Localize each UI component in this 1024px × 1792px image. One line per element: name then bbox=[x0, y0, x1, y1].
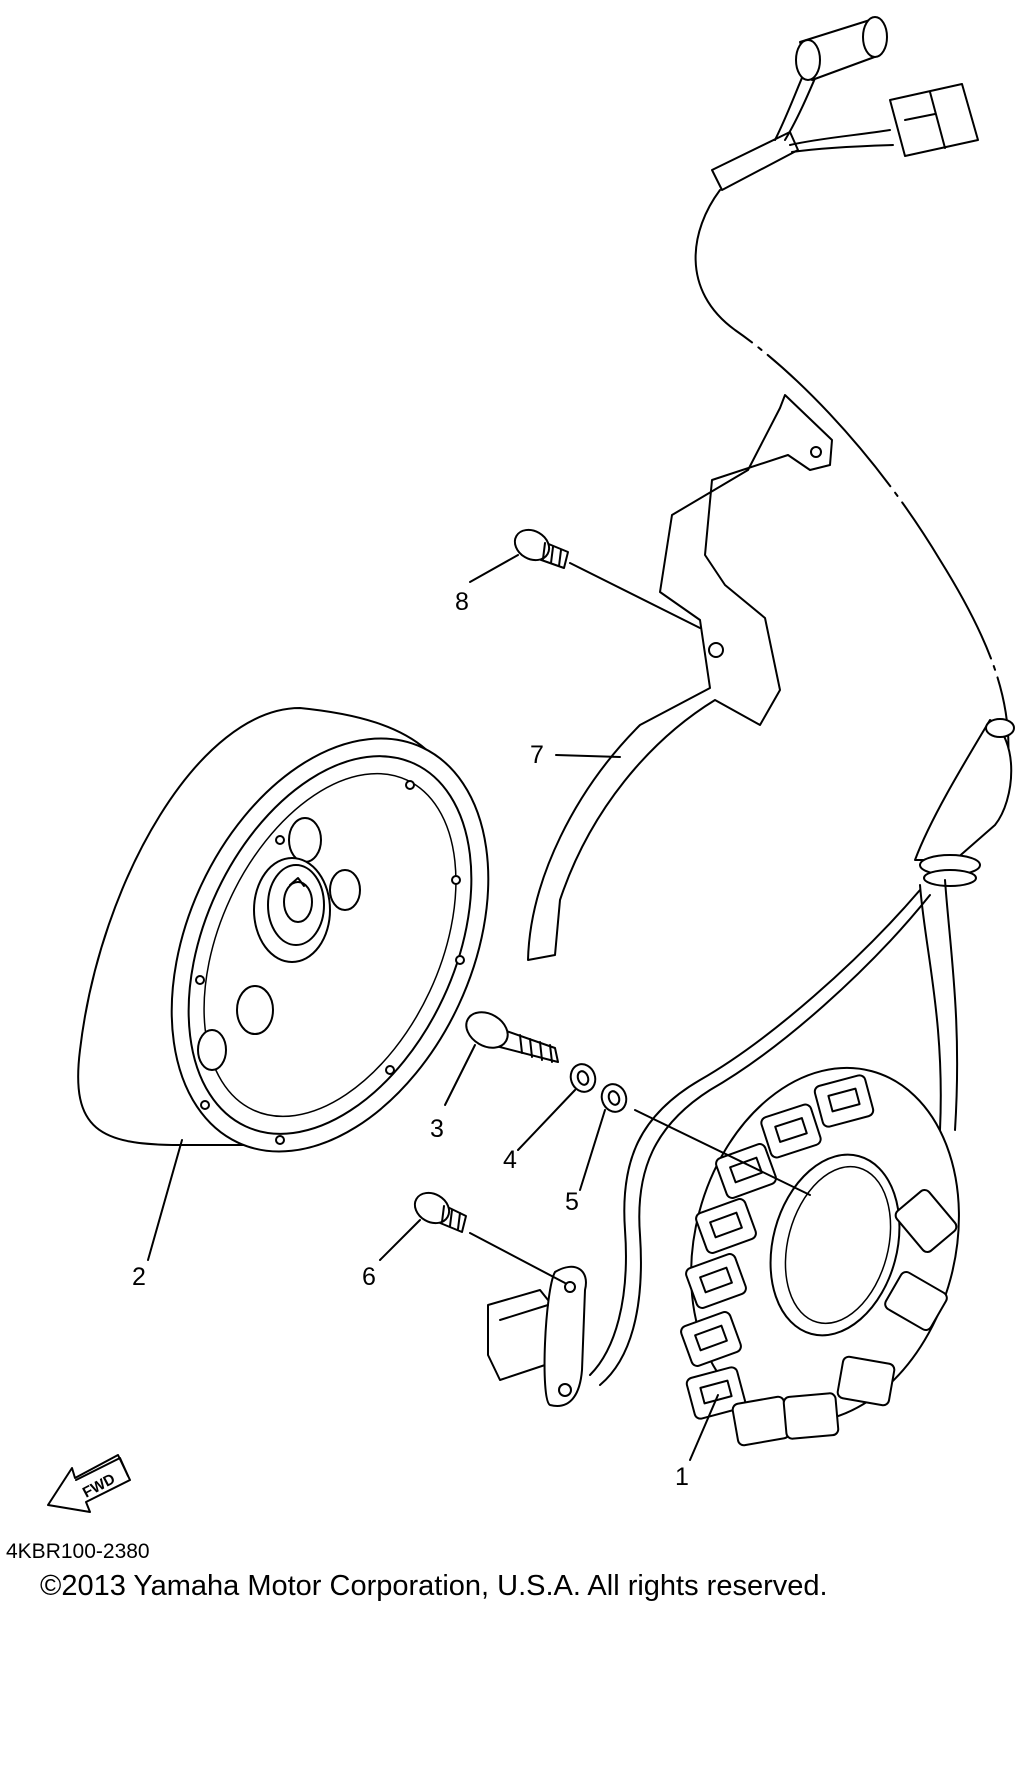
stator-lead bbox=[919, 884, 942, 1131]
stator-coil bbox=[680, 1066, 960, 1447]
block-connector bbox=[889, 83, 979, 157]
pickup-coil bbox=[487, 1265, 587, 1407]
flywheel-rotor bbox=[77, 707, 490, 1153]
label-part-6: 6 bbox=[362, 1263, 376, 1291]
screw-pickup bbox=[413, 1191, 467, 1233]
label-part-1: 1 bbox=[675, 1463, 689, 1491]
washer bbox=[600, 1083, 628, 1113]
label-part-2: 2 bbox=[132, 1263, 146, 1291]
pickup-lead bbox=[589, 889, 921, 1376]
label-part-8: 8 bbox=[455, 588, 469, 616]
round-connector bbox=[795, 16, 888, 81]
grommet bbox=[914, 718, 1015, 887]
bolt bbox=[465, 1011, 559, 1063]
copyright-notice: ©2013 Yamaha Motor Corporation, U.S.A. A… bbox=[40, 1570, 828, 1602]
diagram-code: 4KBR100-2380 bbox=[6, 1540, 150, 1563]
fwd-arrow-icon: FWD bbox=[47, 1454, 131, 1513]
label-part-3: 3 bbox=[430, 1115, 444, 1143]
lock-washer bbox=[569, 1063, 597, 1093]
bracket bbox=[527, 394, 833, 961]
label-part-7: 7 bbox=[530, 741, 544, 769]
stator-lead-2 bbox=[944, 879, 959, 1131]
label-part-5: 5 bbox=[565, 1188, 579, 1216]
screw-bracket bbox=[513, 528, 569, 569]
pickup-lead-2 bbox=[599, 894, 931, 1386]
label-part-4: 4 bbox=[503, 1146, 517, 1174]
leader-lines bbox=[147, 554, 811, 1461]
